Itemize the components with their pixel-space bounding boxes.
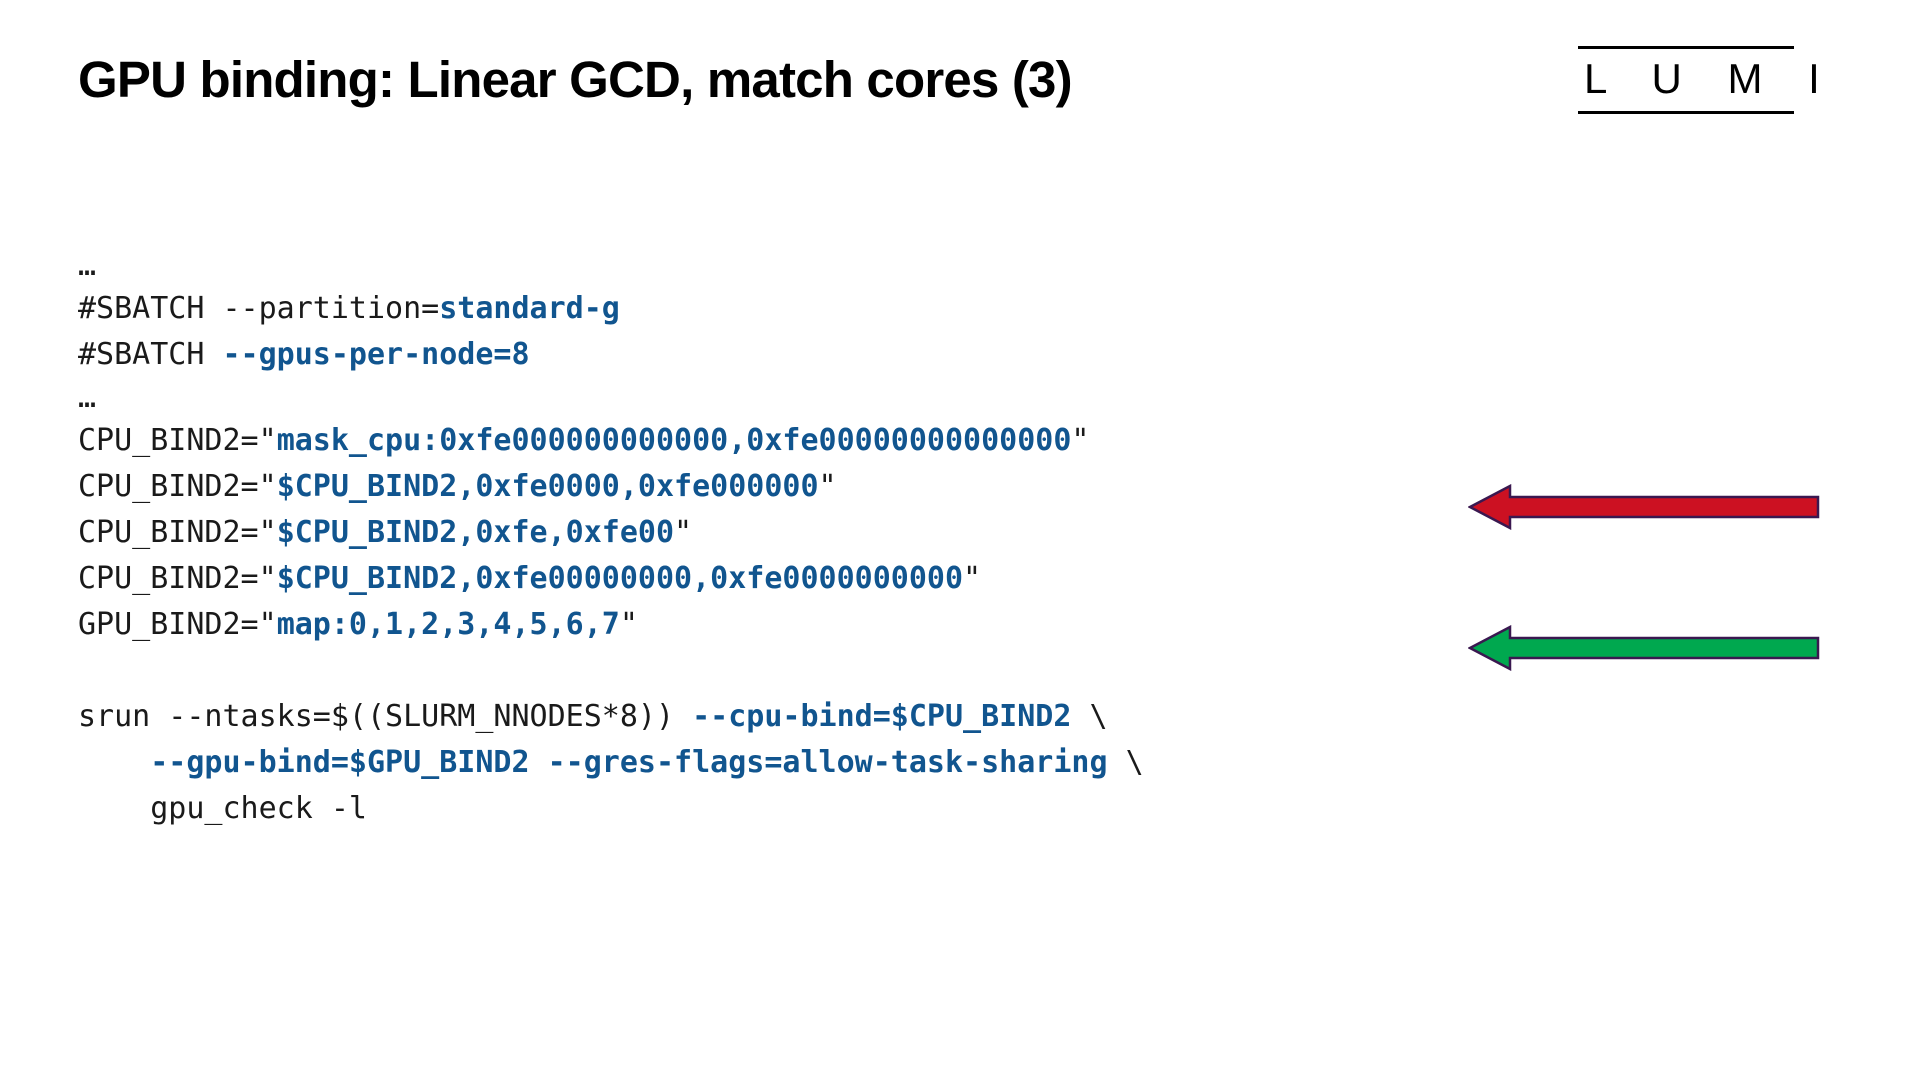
code-token-plain: CPU_BIND2=" [78,469,277,504]
code-line: CPU_BIND2="$CPU_BIND2,0xfe00000000,0xfe0… [78,556,1144,602]
page-title: GPU binding: Linear GCD, match cores (3) [78,51,1073,108]
code-line: srun --ntasks=$((SLURM_NNODES*8)) --cpu-… [78,694,1144,740]
code-token-plain: CPU_BIND2=" [78,423,277,458]
code-token-plain: srun --ntasks=$((SLURM_NNODES*8)) [78,699,693,734]
code-token-value: map:0,1,2,3,4,5,6,7 [276,607,620,642]
code-token-plain: #SBATCH [78,337,223,372]
code-token-value: $CPU_BIND2,0xfe00000000,0xfe0000000000 [276,561,964,596]
logo-wordmark: L U M I [1584,55,1837,102]
code-token-value: --gpu-bind=$GPU_BIND2 --gres-flags=allow… [150,745,1108,780]
code-token-plain: CPU_BIND2=" [78,561,277,596]
code-line: … [78,246,1144,286]
code-token-plain: \ [1107,745,1144,780]
code-token-value: --gpus-per-node=8 [222,337,530,372]
code-token-plain: CPU_BIND2=" [78,515,277,550]
code-token-plain: #SBATCH --partition= [78,291,440,326]
code-token-plain: gpu_check -l [78,791,367,826]
code-token-plain: " [619,607,638,642]
red-left-arrow-icon [1468,484,1820,530]
code-token-plain: " [818,469,837,504]
code-token-plain: " [674,515,693,550]
code-token-plain: " [963,561,982,596]
code-line: CPU_BIND2="$CPU_BIND2,0xfe0000,0xfe00000… [78,464,1144,510]
code-line: CPU_BIND2="$CPU_BIND2,0xfe,0xfe00" [78,510,1144,556]
code-token-plain: … [78,380,97,415]
code-token-plain: … [78,248,97,283]
code-line: #SBATCH --gpus-per-node=8 [78,332,1144,378]
code-token-plain: GPU_BIND2=" [78,607,277,642]
code-line: CPU_BIND2="mask_cpu:0xfe000000000000,0xf… [78,418,1144,464]
code-line: #SBATCH --partition=standard-g [78,286,1144,332]
logo-rule-bottom [1578,111,1794,114]
code-token-value: standard-g [439,291,620,326]
code-token-plain: \ [1071,699,1108,734]
code-token-plain: " [1071,423,1090,458]
green-left-arrow-icon [1468,625,1820,671]
code-line: gpu_check -l [78,786,1144,832]
code-token-plain [78,745,150,780]
code-line: … [78,378,1144,418]
code-line [78,648,1144,694]
code-block: …#SBATCH --partition=standard-g#SBATCH -… [78,246,1144,832]
code-token-value: $CPU_BIND2,0xfe0000,0xfe000000 [276,469,819,504]
code-token-value: $CPU_BIND2,0xfe,0xfe00 [276,515,675,550]
code-line: GPU_BIND2="map:0,1,2,3,4,5,6,7" [78,602,1144,648]
code-token-value: mask_cpu:0xfe000000000000,0xfe0000000000… [276,423,1072,458]
code-token-value: --cpu-bind=$CPU_BIND2 [692,699,1072,734]
logo-rule-top [1578,46,1794,49]
lumi-logo: L U M I [1578,42,1837,118]
code-line: --gpu-bind=$GPU_BIND2 --gres-flags=allow… [78,740,1144,786]
